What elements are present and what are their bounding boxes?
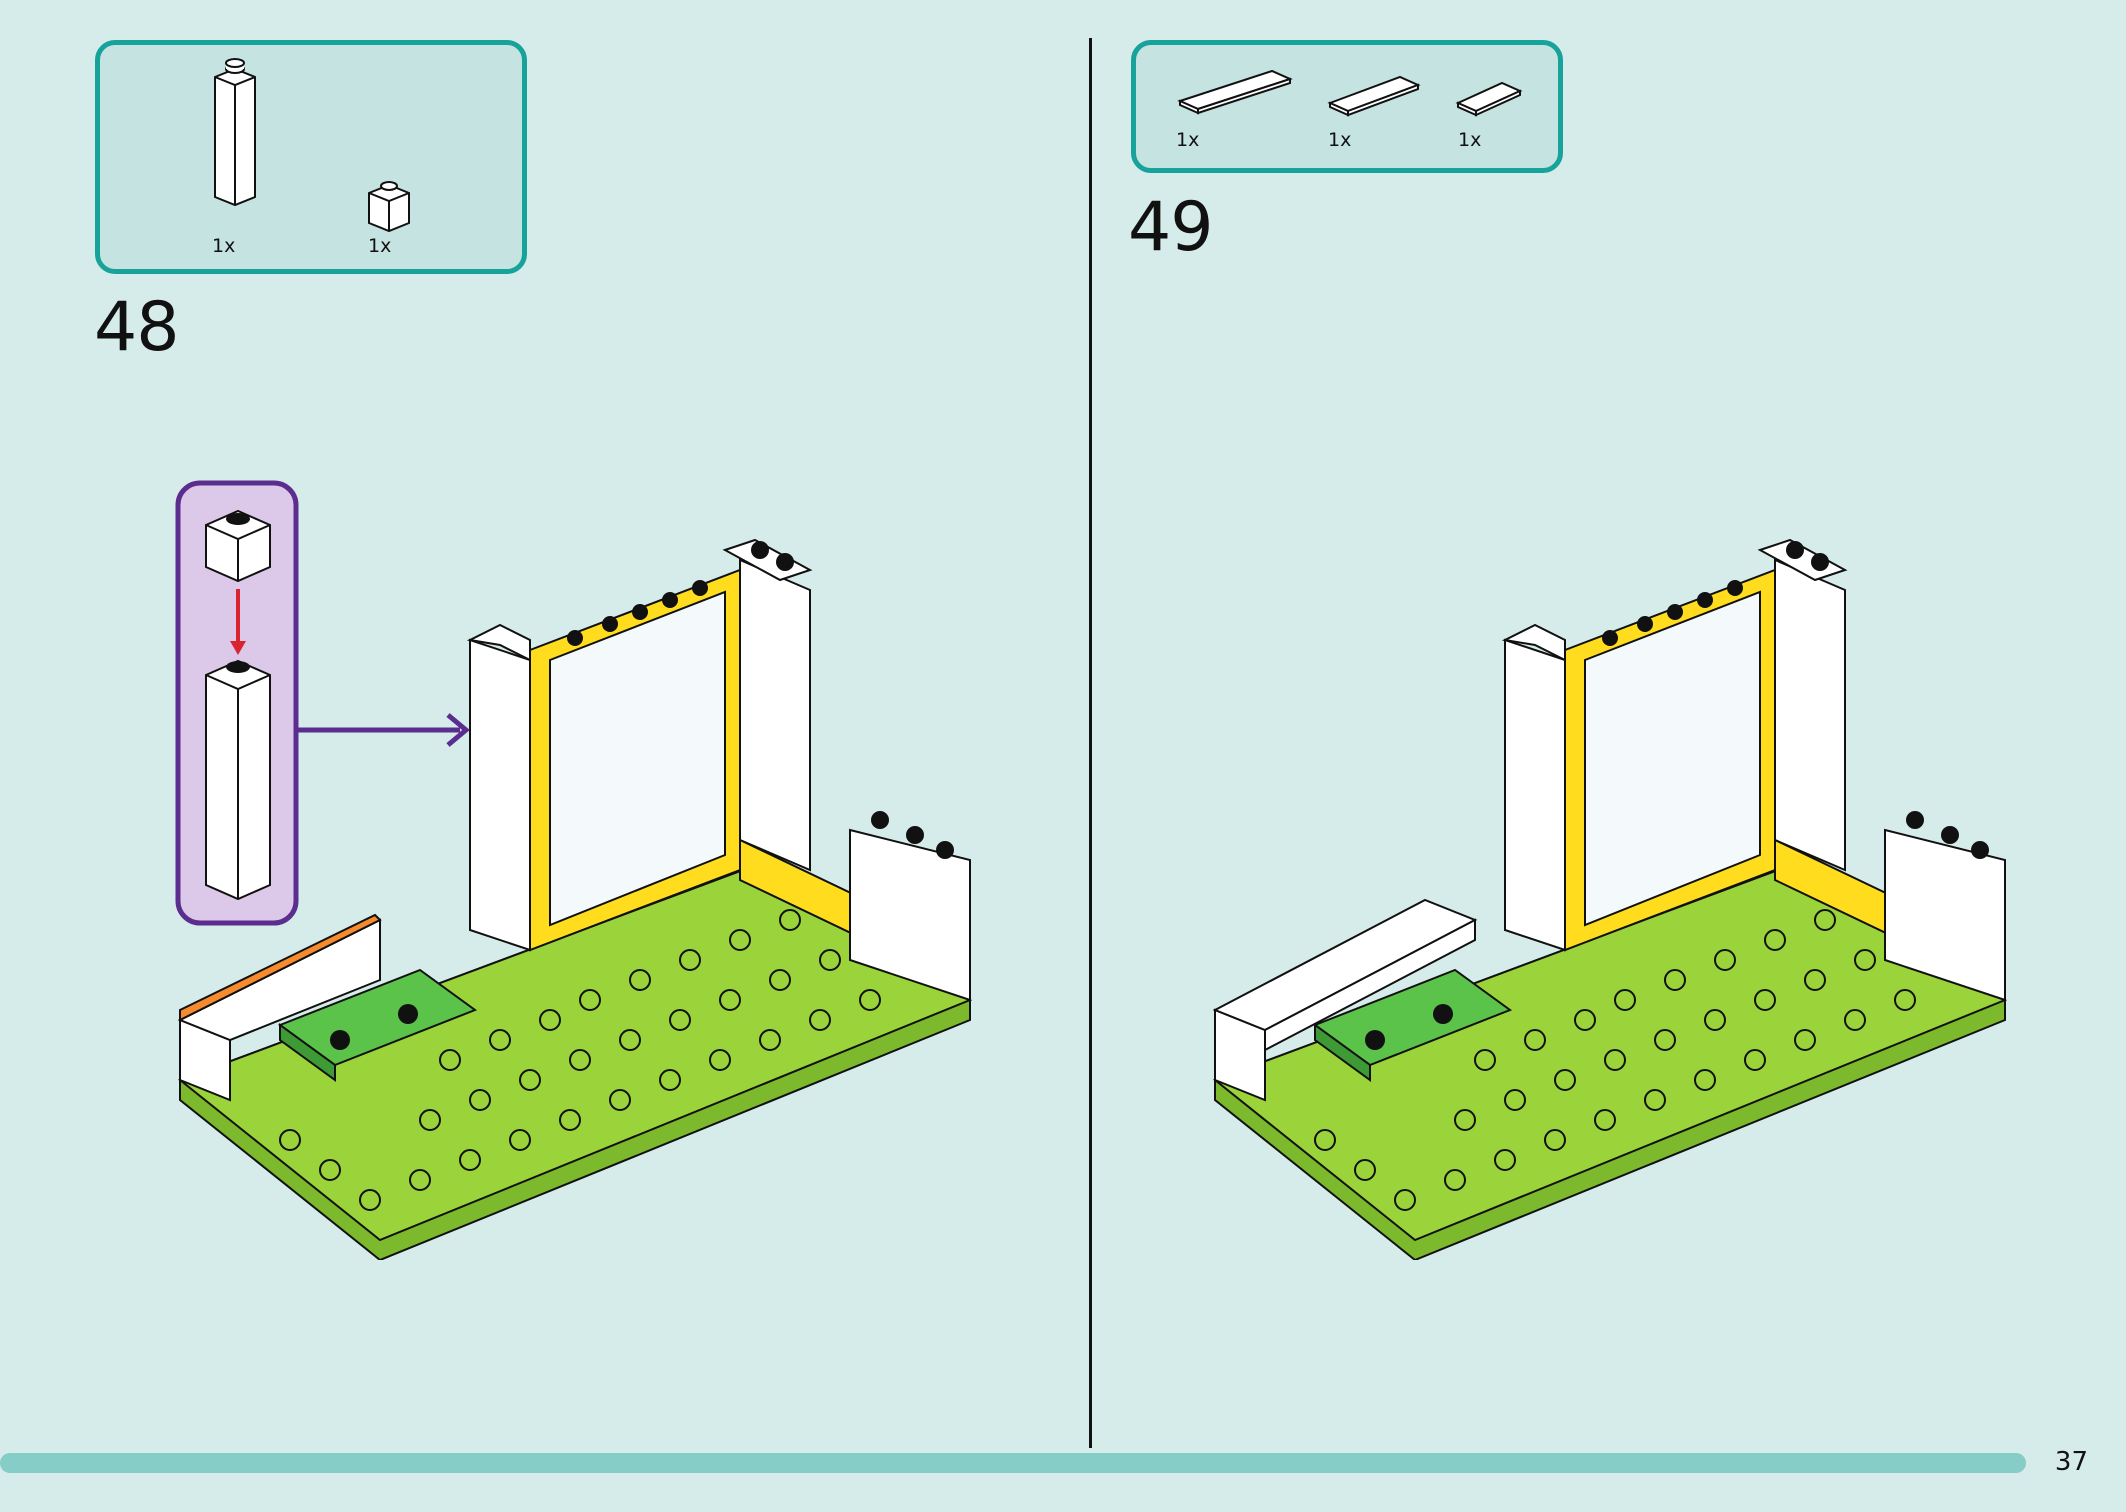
model-illustration-step-48	[177, 538, 973, 1260]
part-qty: 1x	[212, 235, 236, 257]
parts-list-step-49: 1x 1x 1x	[1131, 40, 1563, 173]
white-1x1-tall-brick-icon	[205, 659, 271, 901]
page-number: 37	[2054, 1447, 2088, 1477]
parts-list-step-48: 1x 1x	[95, 40, 527, 274]
page-divider	[1089, 38, 1092, 1448]
part-qty: 1x	[1458, 129, 1482, 151]
part-qty: 1x	[1176, 129, 1200, 151]
progress-bar	[0, 1453, 2026, 1473]
white-1x1-brick-icon	[205, 509, 271, 583]
part-qty: 1x	[368, 235, 392, 257]
white-1x2-tile-icon	[1455, 81, 1523, 117]
part-qty: 1x	[1328, 129, 1352, 151]
step-number: 49	[1128, 188, 1214, 267]
step-number: 48	[94, 288, 180, 367]
white-1x4-tile-icon	[1177, 69, 1293, 115]
white-1x3-tile-icon	[1327, 75, 1421, 117]
white-1x1-brick-icon	[368, 181, 410, 233]
white-1x1-tall-brick-icon	[214, 58, 256, 207]
model-illustration-step-49	[1212, 538, 2008, 1260]
sub-assembly-callout	[175, 480, 470, 926]
